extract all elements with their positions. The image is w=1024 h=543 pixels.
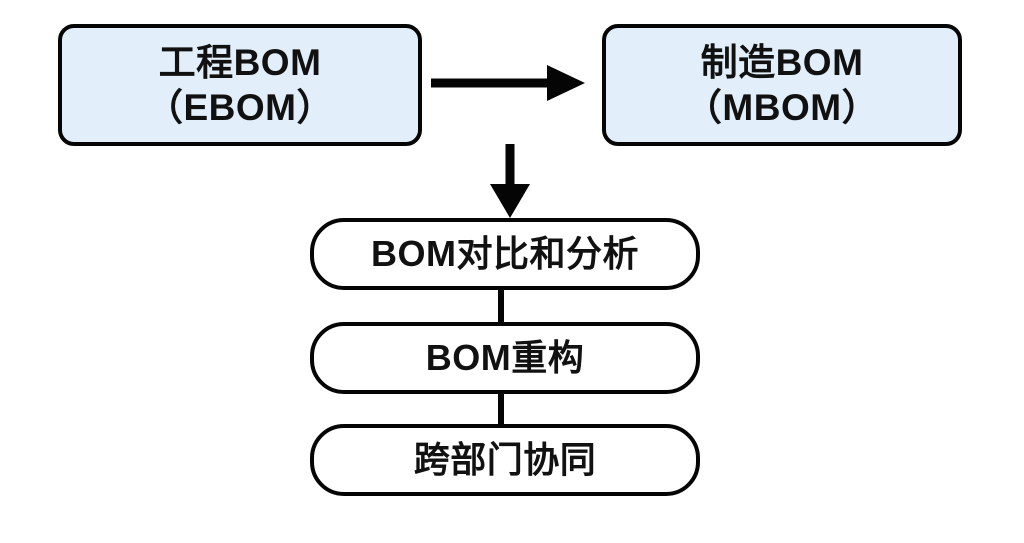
node-bom-compare[interactable]: BOM对比和分析	[310, 218, 700, 290]
node-cross-department-collaboration-label: 跨部门协同	[413, 439, 597, 481]
node-ebom-line-1: 工程BOM	[158, 41, 322, 83]
connector-line-restructure-collaborate	[494, 392, 508, 426]
node-mbom-line-1: 制造BOM	[700, 41, 864, 83]
node-bom-restructure-label: BOM重构	[425, 337, 585, 379]
node-ebom-line-2: （EBOM）	[146, 87, 334, 128]
node-mbom-line-2: （MBOM）	[684, 87, 880, 128]
node-cross-department-collaboration[interactable]: 跨部门协同	[310, 424, 700, 496]
node-bom-compare-label: BOM对比和分析	[371, 233, 639, 275]
node-ebom[interactable]: 工程BOM （EBOM）	[58, 24, 422, 146]
node-mbom[interactable]: 制造BOM （MBOM）	[602, 24, 962, 146]
arrow-down-icon	[478, 142, 542, 222]
arrow-right-icon	[425, 60, 595, 106]
connector-line-compare-restructure	[494, 288, 508, 324]
node-bom-restructure[interactable]: BOM重构	[310, 322, 700, 394]
